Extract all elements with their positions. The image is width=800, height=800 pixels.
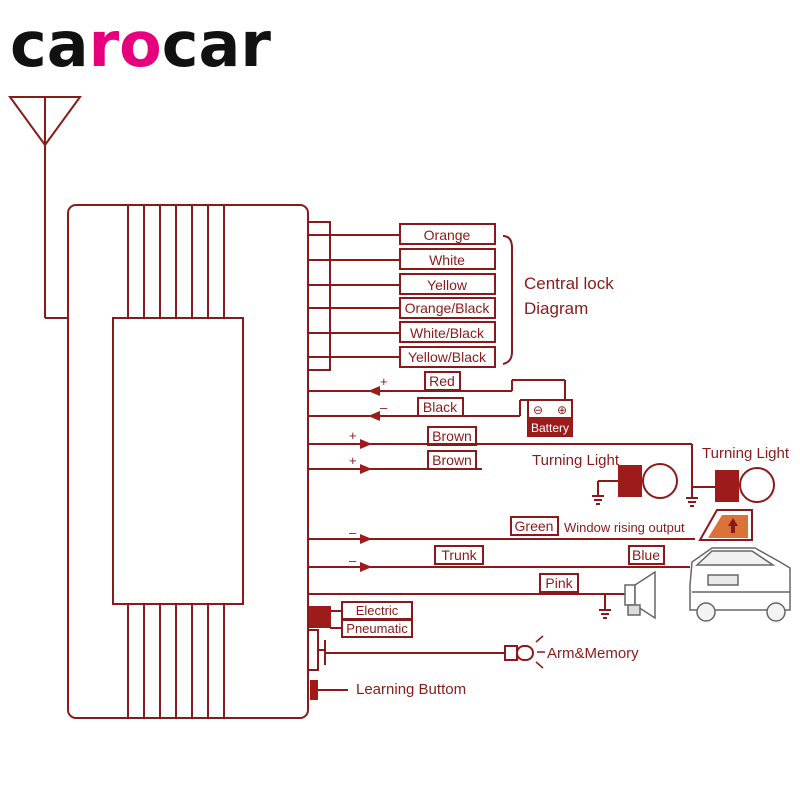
antenna-icon — [8, 96, 82, 319]
wire-label-brown-1: Brown — [432, 428, 472, 444]
pneumatic-label: Pneumatic — [346, 621, 408, 636]
electric-pneumatic — [330, 601, 413, 638]
logo-part-3: car — [162, 8, 272, 81]
central-lock-wires — [330, 223, 513, 368]
minus-sign-black: – — [380, 400, 388, 415]
brand-logo: carocar — [10, 8, 271, 81]
wire-label-green: Green — [515, 518, 554, 534]
electric-plug-icon — [309, 606, 331, 628]
turning-light-1-icon — [715, 470, 739, 502]
turning-light-label-1: Turning Light — [702, 445, 790, 462]
wire-label-yellow-black: Yellow/Black — [408, 349, 487, 365]
central-lock-title-2: Diagram — [524, 299, 588, 318]
control-box — [67, 204, 331, 719]
car-icon — [689, 547, 791, 622]
turning-light-label-2: Turning Light — [532, 452, 620, 469]
logo-part-1: ca — [10, 8, 89, 81]
wire-label-orange-black: Orange/Black — [405, 300, 491, 316]
learning-button-label: Learning Buttom — [356, 681, 466, 698]
wire-label-yellow: Yellow — [427, 277, 468, 293]
minus-sign-trunk: – — [349, 553, 357, 568]
plus-sign-brown-1: + — [349, 428, 357, 443]
wire-label-pink: Pink — [545, 575, 573, 591]
window-output-label: Window rising output — [564, 520, 685, 535]
battery-minus: ⊖ — [533, 403, 543, 417]
minus-sign-green: – — [349, 525, 357, 540]
arm-memory-label: Arm&Memory — [547, 645, 639, 662]
led-icon — [535, 635, 545, 669]
learning-button-icon — [310, 680, 318, 700]
wire-label-orange: Orange — [424, 227, 471, 243]
turning-wires — [308, 426, 715, 507]
siren-icon — [624, 570, 656, 620]
battery-plus: ⊕ — [557, 403, 567, 417]
window-icon — [698, 509, 753, 541]
wire-label-trunk: Trunk — [441, 547, 477, 563]
wire-label-white-black: White/Black — [410, 325, 485, 341]
turning-light-2-icon — [618, 465, 642, 497]
battery-label: Battery — [531, 421, 569, 435]
plus-sign-red: + — [380, 374, 388, 389]
wire-label-red: Red — [429, 373, 455, 389]
wire-label-brown-2: Brown — [432, 452, 472, 468]
wire-label-blue: Blue — [632, 547, 660, 563]
wire-label-white: White — [429, 252, 465, 268]
logo-part-2: ro — [89, 8, 162, 81]
arm-learning — [318, 645, 534, 691]
electric-label: Electric — [356, 603, 399, 618]
plus-sign-brown-2: + — [349, 453, 357, 468]
central-lock-title-1: Central lock — [524, 274, 614, 293]
wire-label-black: Black — [423, 399, 458, 415]
